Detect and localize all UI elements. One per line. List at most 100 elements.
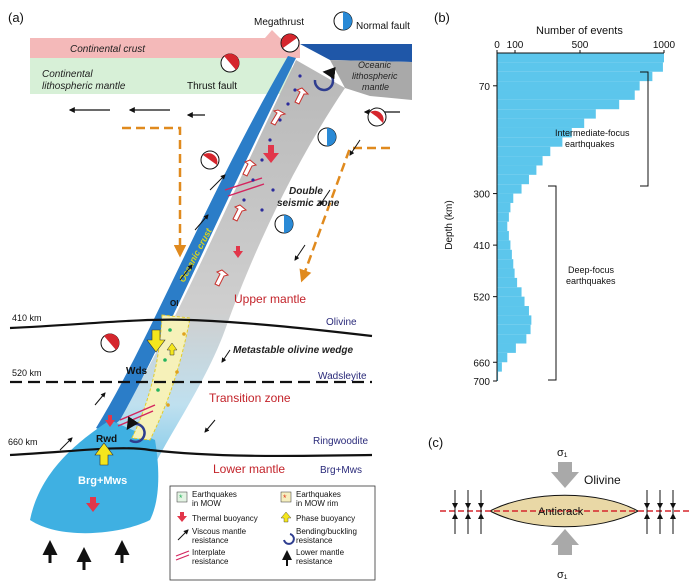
legend-interplate-label-2: resistance (192, 557, 229, 566)
thermal-buoyancy-arrow-3 (86, 497, 100, 512)
histogram-bar-23 (497, 268, 515, 278)
slab-oceanic-crust (96, 56, 296, 432)
olivine-short-label: Ol (170, 299, 178, 308)
y-tick-label-4: 660 (473, 358, 490, 369)
megathrust-label: Megathrust (254, 17, 304, 28)
anticrack-label: Anticrack (538, 506, 584, 518)
thrust-fault-label: Thrust fault (187, 81, 237, 92)
legend-thermal-label: Thermal buoyancy (192, 514, 258, 523)
continental-crust-label: Continental crust (70, 44, 146, 55)
mantle-flow-left (122, 126, 187, 258)
legend-lower-mantle-label-1: Lower mantle (296, 548, 345, 557)
panel-a-label: (a) (8, 10, 24, 25)
viscous-arrow-1 (209, 174, 226, 191)
compression-arrow-bottom (551, 529, 579, 555)
legend-rim-star: * (283, 493, 287, 503)
viscous-arrow-5 (319, 189, 331, 206)
viscous-arrow-3 (179, 264, 193, 281)
legend-mow-swatch (176, 491, 188, 503)
viscous-arrow-6 (349, 139, 361, 156)
bending-resistance-arrow-bottom (126, 416, 146, 444)
histogram-bar-13 (497, 174, 529, 185)
continental-mantle-label-1: Continental (42, 69, 93, 80)
upper-mantle-label: Upper mantle (234, 292, 306, 306)
legend-phase-arrow (280, 511, 292, 523)
legend-rim-label-2: in MOW rim (296, 499, 339, 508)
histogram-bar-1 (497, 62, 663, 72)
histogram-bar-26 (497, 296, 525, 307)
histogram-bar-4 (497, 90, 635, 100)
sigma-bottom-label: σ₁ (557, 569, 568, 581)
legend-lower-mantle-label-2: resistance (296, 557, 333, 566)
wadsleyite-label: Wadsleyite (318, 371, 367, 382)
normal-fault-label: Normal fault (356, 21, 410, 32)
legend-phase-label: Phase buoyancy (296, 514, 355, 523)
legend-rim-label-1: Earthquakes (296, 490, 341, 499)
ringwoodite-label: Ringwoodite (313, 436, 368, 447)
legend-viscous-arrow (177, 529, 189, 541)
y-tick-label-3: 520 (473, 293, 490, 304)
phase-buoyancy-arrow-up-1 (94, 442, 114, 466)
beachball-double-seismic-bottom (274, 214, 294, 234)
x-tick-label-2: 500 (572, 40, 589, 51)
oceanic-lithosphere-top (330, 60, 412, 100)
x-tick-label-3: 1000 (653, 40, 676, 51)
viscous-arrow-10 (59, 437, 73, 451)
depth-axis-label: Depth (km) (444, 200, 455, 249)
legend-bending-arrow (283, 533, 295, 545)
intermediate-bracket (640, 71, 649, 187)
bending-resistance-arrow-top (313, 66, 336, 92)
phase-buoyancy-arrow-down (146, 329, 166, 353)
histogram-title: Number of events (536, 25, 623, 37)
bridgmanite-label-slab: Brg+Mws (78, 475, 127, 487)
interplate-resistance (117, 177, 265, 427)
histogram-bar-5 (497, 99, 620, 110)
depth-410-label: 410 km (12, 313, 42, 323)
histogram-bar-27 (497, 306, 529, 316)
beachball-megathrust (280, 33, 300, 53)
bridgmanite-label-right: Brg+Mws (320, 465, 362, 476)
legend-viscous-label-2: resistance (192, 536, 229, 545)
stress-arrows-right (646, 490, 674, 534)
histogram-bar-18 (497, 221, 508, 232)
histogram-bar-14 (497, 184, 522, 194)
metastable-wedge-label: Metastable olivine wedge (233, 345, 353, 356)
legend-box (169, 485, 376, 581)
legend-bending-label-2: resistance (296, 536, 333, 545)
legend-rim-swatch (280, 491, 292, 503)
legend-mow-label-2: in MOW (192, 499, 221, 508)
beachball-slab-normal-1 (317, 127, 337, 147)
histogram-bar-29 (497, 324, 531, 335)
histogram-bar-11 (497, 156, 543, 166)
continental-mantle-layer (30, 58, 292, 94)
transition-zone-label: Transition zone (209, 391, 291, 405)
histogram-bar-10 (497, 146, 551, 157)
panel-a: (a) Continental crust Continental lithos… (8, 10, 412, 581)
olivine-label-c: Olivine (584, 473, 621, 487)
histogram-bar-2 (497, 71, 653, 82)
histogram-bar-21 (497, 249, 512, 260)
y-tick-label-0: 70 (479, 82, 491, 93)
depth-660-label: 660 km (8, 437, 38, 447)
histogram-bar-19 (497, 231, 509, 241)
viscous-arrow-7 (221, 349, 231, 363)
panel-c: (c) σ₁ Olivine σ₁ Anticrack (428, 435, 690, 581)
histogram-bar-17 (497, 212, 509, 222)
thermal-buoyancy-arrow-2 (233, 246, 243, 258)
ringwoodite-short-label: Rwd (96, 434, 117, 445)
deep-bracket (548, 185, 557, 381)
double-seismic-label-1: Double (289, 186, 323, 197)
slab-body (60, 60, 345, 520)
histogram-bar-9 (497, 137, 563, 147)
continental-crust-layer (30, 38, 265, 58)
x-tick-label-1: 100 (507, 40, 524, 51)
histogram-bar-31 (497, 343, 516, 353)
olivine-label: Olivine (326, 317, 357, 328)
thermal-buoyancy-arrow-4 (105, 415, 115, 427)
histogram-bar-20 (497, 240, 511, 250)
histogram-bar-6 (497, 109, 596, 119)
compression-arrow-top (551, 462, 579, 488)
